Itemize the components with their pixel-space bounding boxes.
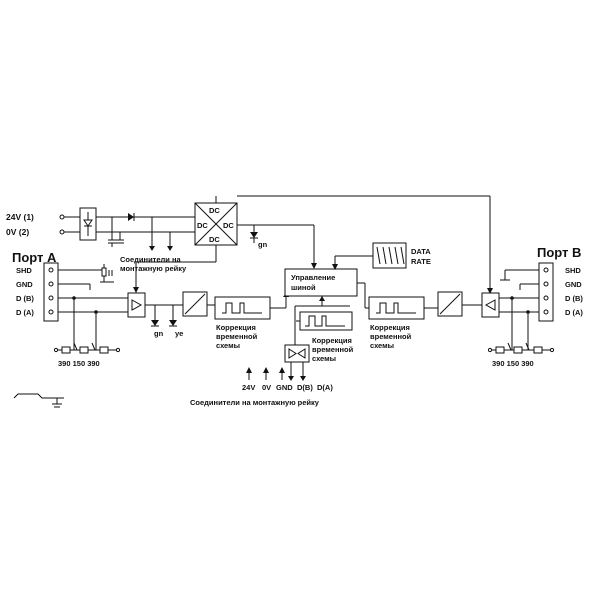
timing-left-line2: временной [216, 332, 258, 341]
timing-right-line1: Коррекция [370, 323, 410, 332]
power-rail-arrows [149, 217, 173, 251]
rail-connector-arrows [246, 367, 306, 381]
rail-label-24v: 24V [242, 383, 255, 392]
data-rate-line2: RATE [411, 257, 431, 266]
bus-control-line1: Управление [291, 273, 335, 282]
rail-label-0v: 0V [262, 383, 271, 392]
port-a-led-ye-label: ye [175, 329, 183, 338]
din-rail-ground-icon [13, 393, 64, 408]
port-a-pin-da: D (A) [16, 308, 34, 317]
power-input-24v-label: 24V (1) [6, 212, 34, 222]
port-b-transceiver [481, 292, 500, 318]
port-b-pin-gnd: GND [565, 280, 582, 289]
timing-left-line3: схемы [216, 341, 240, 350]
bus-control-line2: шиной [291, 283, 316, 292]
power-rail-note-2: монтажную рейку [120, 264, 187, 273]
power-led-gn [250, 225, 258, 243]
converter-output-wires [133, 195, 493, 294]
port-a-title: Порт A [12, 250, 57, 265]
port-a-connector [43, 262, 59, 322]
port-b-resistor-values: 390 150 390 [492, 359, 534, 368]
timing-correction-middle [296, 311, 353, 331]
timing-correction-right [368, 296, 438, 320]
port-a-termination-resistors [53, 342, 121, 354]
power-rail-note-1: Соединители на [120, 255, 182, 264]
protection-suppressor [79, 207, 97, 241]
port-b-pin-da: D (A) [565, 308, 583, 317]
dc-label-left: DC [197, 221, 208, 230]
bus-control-block [284, 268, 358, 297]
dc-label-top: DC [209, 206, 220, 215]
dc-label-bottom: DC [209, 235, 220, 244]
power-led-gn-label: gn [258, 240, 268, 249]
rail-label-gnd: GND [276, 383, 293, 392]
rail-connectors-caption: Соединители на монтажную рейку [190, 398, 320, 407]
port-b-termination-resistors [487, 342, 555, 354]
bus-control-links [294, 282, 369, 345]
rail-label-da: D(A) [317, 383, 333, 392]
port-a-resistor-values: 390 150 390 [58, 359, 100, 368]
rail-label-db: D(B) [297, 383, 313, 392]
port-b-isolator [437, 291, 482, 317]
port-a-led-gn-label: gn [154, 329, 164, 338]
port-b-pin-db: D (B) [565, 294, 583, 303]
port-b-wiring [499, 269, 539, 350]
power-input-0v-label: 0V (2) [6, 227, 29, 237]
port-a-isolator [182, 291, 215, 317]
port-a-pin-shd: SHD [16, 266, 32, 275]
timing-mid-line1: Коррекция [312, 336, 352, 345]
timing-left-line1: Коррекция [216, 323, 256, 332]
data-rate-line1: DATA [411, 247, 431, 256]
port-a-wiring [58, 264, 128, 350]
port-a-pin-gnd: GND [16, 280, 33, 289]
timing-correction-left [214, 293, 289, 320]
port-a-leds [151, 305, 177, 327]
timing-mid-line3: схемы [312, 354, 336, 363]
dc-label-right: DC [223, 221, 234, 230]
port-b-title: Порт B [537, 245, 581, 260]
port-b-connector [538, 262, 554, 322]
data-rate-switch[interactable] [332, 242, 407, 270]
port-a-pin-db: D (B) [16, 294, 34, 303]
timing-right-line3: схемы [370, 341, 394, 350]
rail-transceiver [284, 344, 310, 380]
series-diode [128, 213, 135, 221]
port-a-transceiver [127, 292, 183, 318]
timing-right-line2: временной [370, 332, 412, 341]
input-capacitors [108, 217, 124, 247]
port-b-pin-shd: SHD [565, 266, 581, 275]
timing-mid-line2: временной [312, 345, 354, 354]
